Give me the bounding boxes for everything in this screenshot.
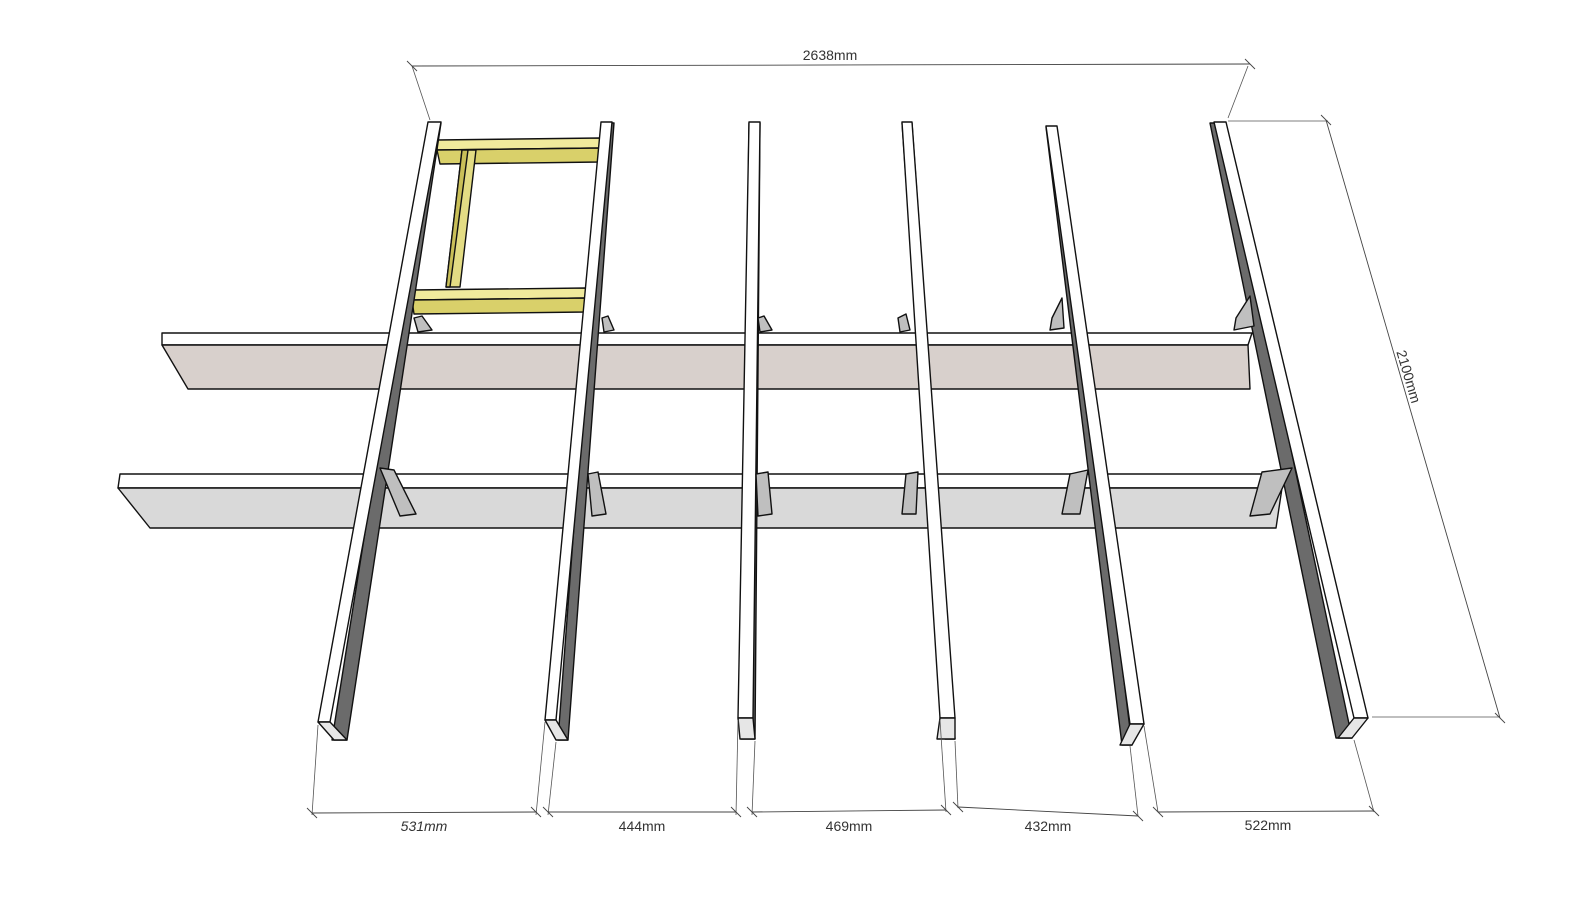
joist-2 [544,121,615,741]
spacing-3-dimension: 469mm [746,804,952,834]
spacing-dimensions: 531mm 444mm 469mm 432mm 522mm [306,719,1380,834]
overall-length-label: 2100mm [1393,348,1424,405]
joist-4 [901,121,956,740]
back-beam [161,332,1253,390]
spacing-2-label: 444mm [619,818,666,834]
spacing-4-label: 432mm [1025,818,1072,834]
hanger-icon [379,467,1293,517]
trimmer-frame [411,137,601,315]
joist-hangers [379,295,1293,517]
hanger-icon [413,295,1255,333]
joist-5 [1045,125,1145,746]
overall-width-label: 2638mm [803,47,857,63]
overall-width-dimension: 2638mm [406,47,1256,121]
spacing-1-label: 531mm [401,818,448,834]
joist-3 [737,121,761,740]
spacing-5-label: 522mm [1245,817,1292,833]
overall-length-dimension: 2100mm [1228,114,1506,724]
spacing-2-dimension: 444mm [542,806,742,834]
joist-1 [317,121,442,741]
spacing-4-dimension: 432mm [952,801,1144,834]
spacing-3-label: 469mm [826,818,873,834]
joist-6 [1209,121,1369,739]
spacing-5-dimension: 522mm [1152,805,1380,833]
spacing-1-dimension: 531mm [306,806,542,834]
front-beam [117,473,1287,529]
